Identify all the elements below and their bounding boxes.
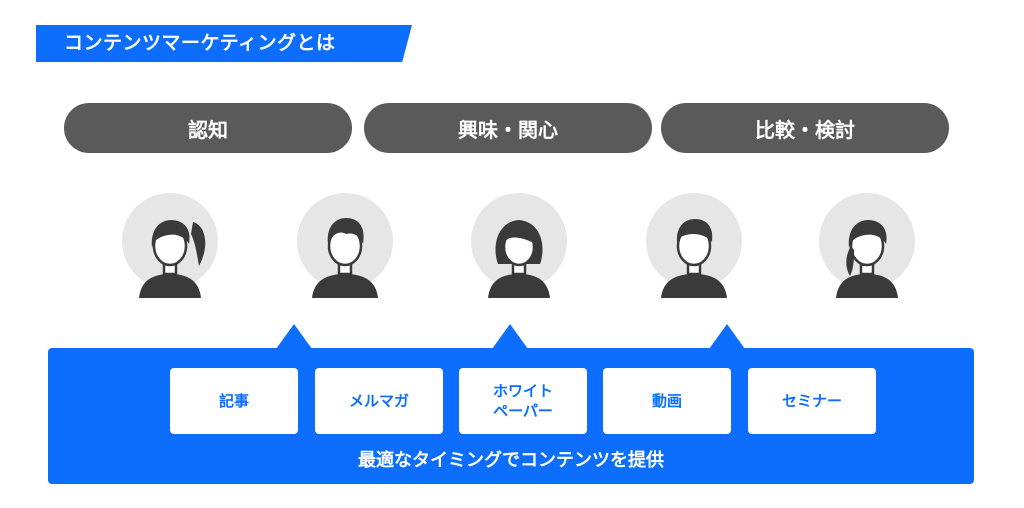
woman-side-ponytail-icon — [818, 192, 916, 298]
man-short-hair-icon — [296, 192, 394, 298]
stage-awareness: 認知 — [64, 103, 352, 153]
content-whitepaper: ホワイト ペーパー — [459, 368, 587, 434]
man-neat-hair-icon — [645, 192, 743, 298]
content-video: 動画 — [603, 368, 731, 434]
panel-caption: 最適なタイミングでコンテンツを提供 — [358, 450, 664, 471]
pointer-notch — [492, 324, 528, 349]
content-seminar: セミナー — [748, 368, 876, 434]
pointer-notch — [276, 324, 312, 349]
woman-bob-icon — [470, 192, 568, 298]
content-newsletter: メルマガ — [315, 368, 443, 434]
stage-comparison: 比較・検討 — [661, 103, 949, 153]
pointer-notch — [709, 324, 745, 349]
woman-ponytail-icon — [121, 192, 219, 298]
content-article: 記事 — [170, 368, 298, 434]
page-title: コンテンツマーケティングとは — [64, 32, 336, 54]
title-banner — [36, 25, 412, 62]
stage-interest: 興味・関心 — [364, 103, 652, 153]
